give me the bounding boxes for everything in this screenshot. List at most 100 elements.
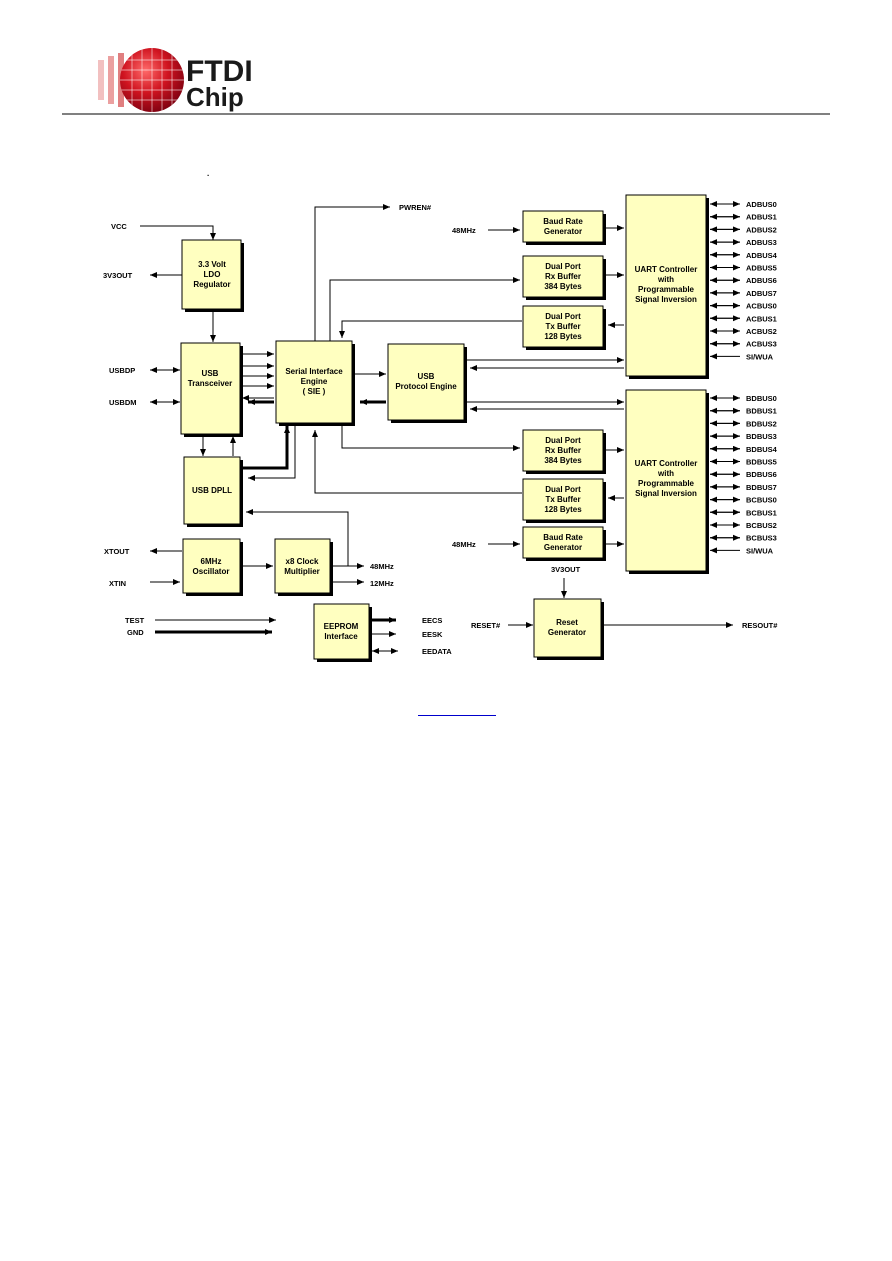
pin-label: BDBUS3 <box>746 432 777 441</box>
wires <box>140 204 733 654</box>
svg-text:128 Bytes: 128 Bytes <box>544 505 582 514</box>
clock-multiplier-block: x8 Clock Multiplier <box>274 538 333 596</box>
pin-label: ACBUS1 <box>746 314 777 323</box>
pin-label: BDBUS5 <box>746 458 777 467</box>
svg-text:384 Bytes: 384 Bytes <box>544 456 582 465</box>
svg-text:UART Controller: UART Controller <box>635 265 698 274</box>
pin-label: ACBUS2 <box>746 327 777 336</box>
pin-label: BCBUS1 <box>746 508 777 517</box>
3v3out-label: 3V3OUT <box>103 271 133 280</box>
hyperlink-underline[interactable] <box>418 715 496 716</box>
svg-text:Dual Port: Dual Port <box>545 436 581 445</box>
svg-text:LDO: LDO <box>204 270 221 279</box>
svg-text:Serial Interface: Serial Interface <box>285 367 343 376</box>
svg-text:Signal Inversion: Signal Inversion <box>635 489 697 498</box>
svg-text:128 Bytes: 128 Bytes <box>544 332 582 341</box>
ftdi-logo: FTDI Chip <box>62 48 830 115</box>
svg-text:Rx Buffer: Rx Buffer <box>545 272 581 281</box>
svg-text:USB: USB <box>418 372 435 381</box>
pin-label: ADBUS7 <box>746 289 777 298</box>
baud-rate-generator-a-block: Baud Rate Generator <box>522 210 606 245</box>
svg-text:x8 Clock: x8 Clock <box>286 557 319 566</box>
svg-text:Programmable: Programmable <box>638 285 695 294</box>
uart-controller-a-block: UART Controller with Programmable Signal… <box>625 194 709 379</box>
test-label: TEST <box>125 616 145 625</box>
pin-label: SI/WUA <box>746 546 774 555</box>
block-diagram: . <box>0 120 892 740</box>
uart-controller-b-block: UART Controller with Programmable Signal… <box>625 389 709 574</box>
svg-text:with: with <box>657 275 674 284</box>
svg-text:Tx Buffer: Tx Buffer <box>545 322 580 331</box>
page-header: FTDI Chip <box>0 0 892 120</box>
svg-text:EEPROM: EEPROM <box>324 622 359 631</box>
uart-b-pins: BDBUS0BDBUS1BDBUS2BDBUS3BDBUS4BDBUS5BDBU… <box>710 394 778 555</box>
svg-text:Signal Inversion: Signal Inversion <box>635 295 697 304</box>
rx-buffer-b-block: Dual Port Rx Buffer 384 Bytes <box>522 429 606 474</box>
eesk-label: EESK <box>422 630 443 639</box>
pin-label: ADBUS0 <box>746 200 777 209</box>
sie-block: Serial Interface Engine ( SIE ) <box>275 340 355 426</box>
svg-text:Regulator: Regulator <box>193 280 230 289</box>
xtin-label: XTIN <box>109 579 126 588</box>
pin-label: ACBUS0 <box>746 302 777 311</box>
eecs-label: EECS <box>422 616 442 625</box>
svg-text:Dual Port: Dual Port <box>545 262 581 271</box>
48mhz-a-label: 48MHz <box>452 226 476 235</box>
baud-rate-generator-b-block: Baud Rate Generator <box>522 526 606 561</box>
svg-text:Programmable: Programmable <box>638 479 695 488</box>
svg-text:Generator: Generator <box>548 628 586 637</box>
pin-label: ADBUS2 <box>746 225 777 234</box>
svg-text:Multiplier: Multiplier <box>284 567 320 576</box>
gnd-label: GND <box>127 628 144 637</box>
svg-text:384 Bytes: 384 Bytes <box>544 282 582 291</box>
pwren-label: PWREN# <box>399 203 432 212</box>
logo-sphere <box>120 48 184 112</box>
svg-text:Dual Port: Dual Port <box>545 312 581 321</box>
logo-text-line2: Chip <box>186 82 244 112</box>
pin-label: ADBUS4 <box>746 251 778 260</box>
svg-text:Rx Buffer: Rx Buffer <box>545 446 581 455</box>
pin-label: BDBUS7 <box>746 483 777 492</box>
12mhz-out-label: 12MHz <box>370 579 394 588</box>
resout-label: RESOUT# <box>742 621 778 630</box>
pin-label: BCBUS0 <box>746 496 777 505</box>
logo-text-line1: FTDI <box>186 55 253 88</box>
vcc-label: VCC <box>111 222 127 231</box>
svg-text:Tx Buffer: Tx Buffer <box>545 495 580 504</box>
uart-a-pins: ADBUS0ADBUS1ADBUS2ADBUS3ADBUS4ADBUS5ADBU… <box>710 200 778 361</box>
svg-text:( SIE ): ( SIE ) <box>303 387 326 396</box>
pin-label: BCBUS2 <box>746 521 777 530</box>
pin-label: BDBUS2 <box>746 419 777 428</box>
signal-labels: VCC 3V3OUT USBDP USBDM XTOUT XTIN TEST G… <box>103 203 778 656</box>
pin-label: ACBUS3 <box>746 340 777 349</box>
pin-label: BDBUS0 <box>746 394 777 403</box>
pin-label: BCBUS3 <box>746 534 777 543</box>
rx-buffer-a-block: Dual Port Rx Buffer 384 Bytes <box>522 255 606 300</box>
svg-text:USB DPLL: USB DPLL <box>192 486 232 495</box>
svg-text:6MHz: 6MHz <box>201 557 222 566</box>
stray-dot: . <box>207 169 209 178</box>
usbdp-label: USBDP <box>109 366 135 375</box>
48mhz-b-label: 48MHz <box>452 540 476 549</box>
pin-label: BDBUS6 <box>746 470 777 479</box>
eedata-label: EEDATA <box>422 647 452 656</box>
pin-label: BDBUS4 <box>746 445 778 454</box>
reset-generator-block: Reset Generator <box>533 598 604 660</box>
svg-text:with: with <box>657 469 674 478</box>
oscillator-block: 6MHz Oscillator <box>182 538 243 596</box>
svg-text:USB: USB <box>202 369 219 378</box>
svg-text:Engine: Engine <box>301 377 328 386</box>
3v3out-reset-label: 3V3OUT <box>551 565 581 574</box>
xtout-label: XTOUT <box>104 547 130 556</box>
usb-transceiver-block: USB Transceiver <box>180 342 243 437</box>
pin-label: ADBUS1 <box>746 213 777 222</box>
pin-label: SI/WUA <box>746 352 774 361</box>
svg-text:Baud Rate: Baud Rate <box>543 533 583 542</box>
tx-buffer-b-block: Dual Port Tx Buffer 128 Bytes <box>522 478 606 523</box>
usb-dpll-block: USB DPLL <box>183 456 243 527</box>
svg-text:UART Controller: UART Controller <box>635 459 698 468</box>
tx-buffer-a-block: Dual Port Tx Buffer 128 Bytes <box>522 305 606 350</box>
svg-text:Protocol Engine: Protocol Engine <box>395 382 457 391</box>
svg-text:Oscillator: Oscillator <box>193 567 230 576</box>
svg-text:Reset: Reset <box>556 618 578 627</box>
